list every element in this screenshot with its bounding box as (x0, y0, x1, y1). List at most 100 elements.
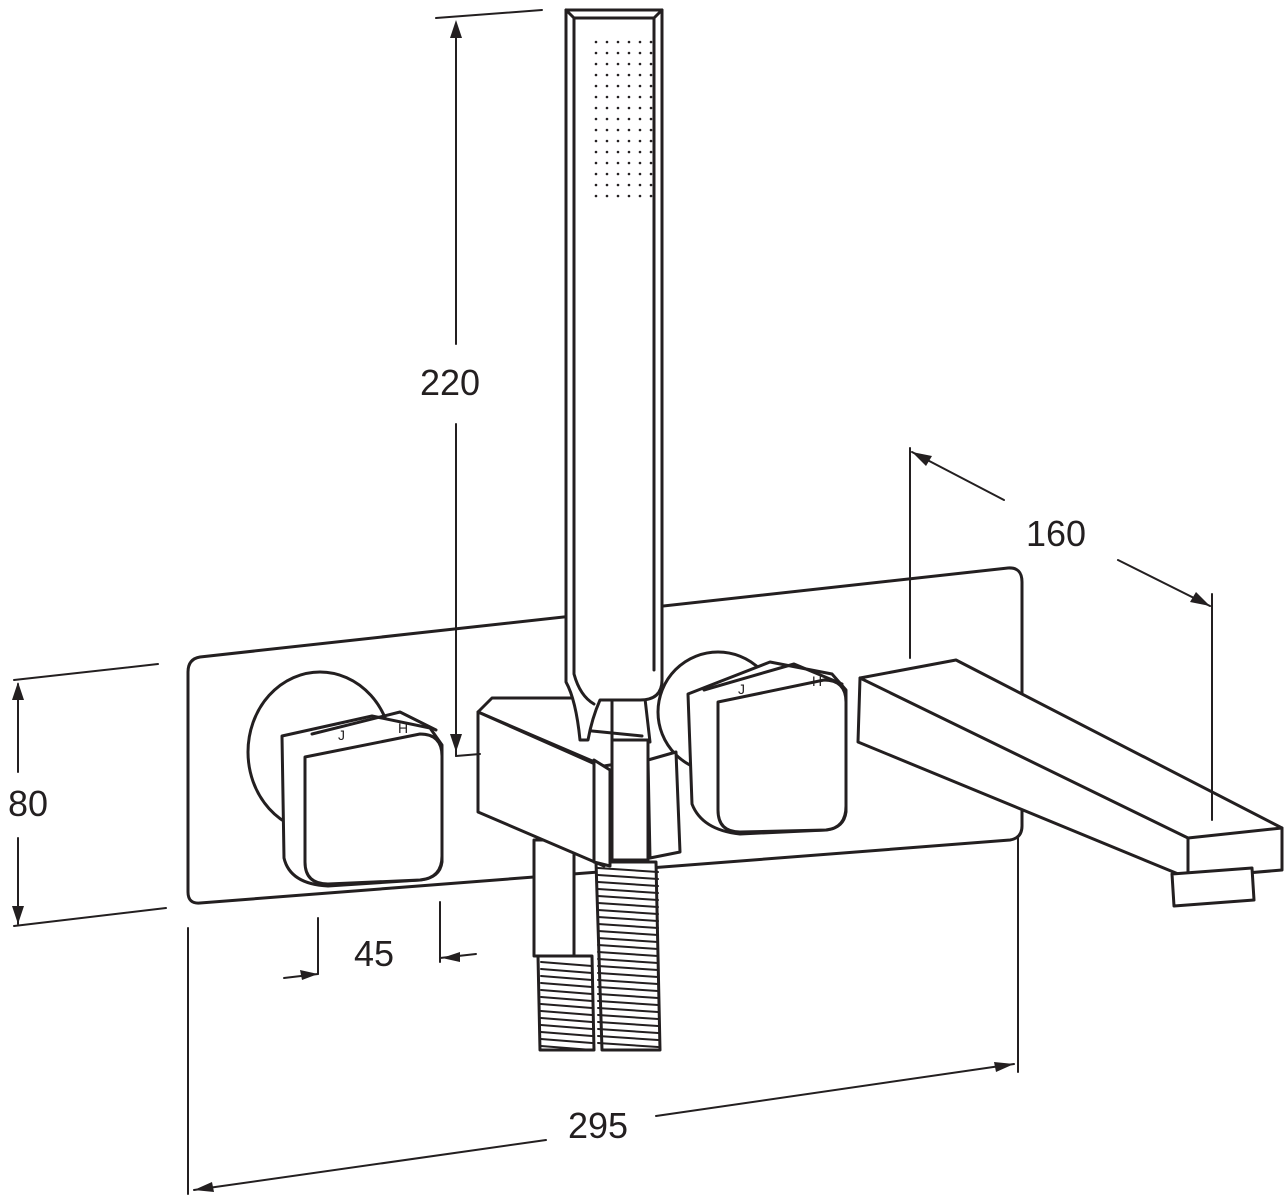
spray-nozzle (649, 172, 653, 176)
spray-nozzle (649, 40, 653, 44)
shower-hose (532, 838, 662, 1052)
spray-nozzle (627, 161, 631, 165)
hose-rib (540, 1038, 593, 1044)
hose-rib (597, 923, 659, 929)
hose-rib (540, 996, 593, 1002)
spray-nozzle (616, 106, 620, 110)
spray-nozzle (649, 128, 653, 132)
spray-nozzle (616, 117, 620, 121)
spray-nozzle (627, 40, 631, 44)
spray-nozzle (627, 95, 631, 99)
spray-nozzle (627, 62, 631, 66)
hose-rib (540, 989, 593, 995)
left-handle: J H (246, 670, 444, 888)
spray-nozzle (638, 51, 642, 55)
spray-nozzle (638, 117, 642, 121)
hose-rib (597, 979, 659, 985)
cold-mark-right: J (738, 681, 745, 697)
spray-nozzle (594, 161, 598, 165)
spray-nozzle (616, 128, 620, 132)
spray-nozzle (638, 150, 642, 154)
hose-rib (597, 951, 659, 957)
hose-rib (597, 1000, 659, 1006)
spray-nozzle (649, 194, 653, 198)
spray-nozzle (594, 62, 598, 66)
spray-nozzle (605, 40, 609, 44)
hose-rib (540, 982, 593, 988)
spray-nozzle (605, 139, 609, 143)
spray-nozzle (649, 150, 653, 154)
hose-rib (597, 965, 659, 971)
spray-nozzle (627, 194, 631, 198)
hose-rib (597, 958, 659, 964)
spray-nozzle (594, 194, 598, 198)
spray-nozzles (594, 40, 653, 198)
hose-rib (597, 895, 659, 901)
spray-nozzle (627, 84, 631, 88)
hose-rib (597, 930, 659, 936)
spray-nozzle (616, 73, 620, 77)
spray-nozzle (594, 73, 598, 77)
spray-nozzle (616, 84, 620, 88)
spray-nozzle (594, 106, 598, 110)
spray-nozzle (638, 73, 642, 77)
shower-holder (476, 688, 682, 868)
hose-rib (597, 881, 659, 887)
hose-rib (540, 1010, 593, 1016)
hose-rib (597, 1035, 659, 1041)
dimension-295-label: 295 (568, 1105, 628, 1146)
spray-nozzle (616, 40, 620, 44)
hose-rib (597, 986, 659, 992)
spray-nozzle (638, 128, 642, 132)
spray-nozzle (649, 106, 653, 110)
spray-nozzle (638, 95, 642, 99)
spray-nozzle (649, 73, 653, 77)
hose-rib (597, 1007, 659, 1013)
spray-nozzle (605, 128, 609, 132)
spray-nozzle (605, 172, 609, 176)
hot-mark-left: H (398, 720, 408, 736)
dimension-45-label: 45 (354, 933, 394, 974)
spray-nozzle (594, 117, 598, 121)
spray-nozzle (605, 95, 609, 99)
spray-nozzle (638, 106, 642, 110)
hose-rib (597, 972, 659, 978)
spray-nozzle (616, 62, 620, 66)
spray-nozzle (594, 150, 598, 154)
spray-nozzle (594, 95, 598, 99)
spray-nozzle (638, 172, 642, 176)
spray-nozzle (605, 117, 609, 121)
spray-nozzle (638, 139, 642, 143)
spray-nozzle (594, 128, 598, 132)
hose-rib (597, 867, 659, 873)
spray-nozzle (594, 183, 598, 187)
dimension-160-label: 160 (1026, 513, 1086, 554)
spray-nozzle (605, 161, 609, 165)
hose-rib (597, 1014, 659, 1020)
hose-rib (597, 1028, 659, 1034)
spray-nozzle (594, 51, 598, 55)
hose-rib (540, 975, 593, 981)
spray-nozzle (605, 150, 609, 154)
spray-nozzle (605, 183, 609, 187)
spray-nozzle (627, 139, 631, 143)
spray-nozzle (649, 161, 653, 165)
spray-nozzle (616, 150, 620, 154)
spray-nozzle (627, 73, 631, 77)
hose-rib (540, 961, 593, 967)
hose-rib (540, 1017, 593, 1023)
hose-rib (597, 888, 659, 894)
dimension-220-label: 220 (420, 362, 480, 403)
spray-nozzle (627, 128, 631, 132)
spray-nozzle (616, 51, 620, 55)
hose-rib (597, 1042, 659, 1048)
hose-rib (597, 874, 659, 880)
dimension-80-label: 80 (8, 783, 48, 824)
spray-nozzle (638, 194, 642, 198)
hose-rib (540, 1024, 593, 1030)
spray-nozzle (649, 84, 653, 88)
hose-rib (597, 993, 659, 999)
spray-nozzle (605, 51, 609, 55)
spray-nozzle (616, 172, 620, 176)
spray-nozzle (616, 139, 620, 143)
